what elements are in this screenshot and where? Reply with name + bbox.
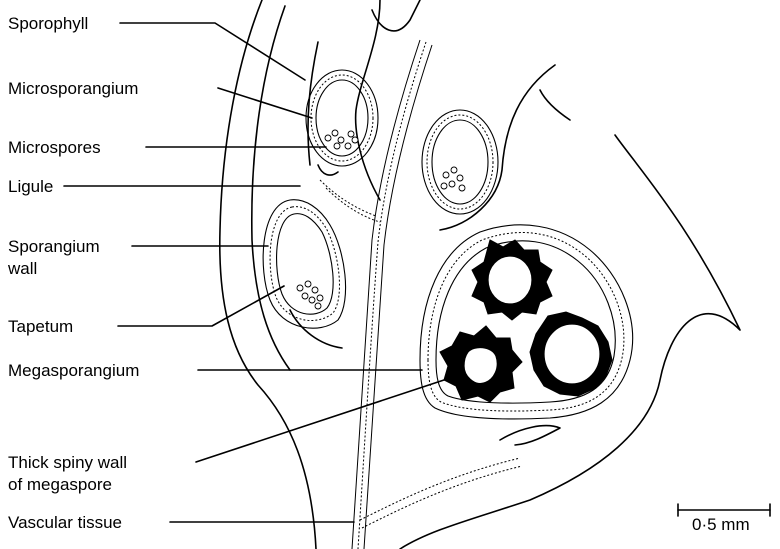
right-sporophyll (440, 65, 555, 230)
label-tapetum: Tapetum (8, 316, 73, 337)
label-ligule: Ligule (8, 176, 53, 197)
label-megasporangium: Megasporangium (8, 360, 139, 381)
microsporangium-upper (306, 70, 378, 175)
label-thick-spiny-wall-line2: of megaspore (8, 474, 112, 495)
axis-top-fold (356, 0, 380, 200)
scale-bar-label: 0·5 mm (692, 514, 750, 535)
label-sporangium-wall-line1: Sporangium (8, 236, 100, 257)
axis-left-outer (220, 0, 316, 549)
label-sporophyll: Sporophyll (8, 13, 88, 34)
label-thick-spiny-wall-line1: Thick spiny wall (8, 452, 127, 473)
axis-left-inner (252, 6, 290, 370)
microsporangium-lower (263, 200, 345, 348)
right-bract-inner (540, 90, 570, 120)
label-sporangium-wall-line2: wall (8, 258, 37, 279)
microsporangium-right (422, 110, 498, 214)
label-vascular-tissue: Vascular tissue (8, 512, 122, 533)
leader-thick-spiny-wall (196, 378, 450, 462)
leader-tapetum (118, 286, 284, 326)
megasporangium (420, 225, 633, 445)
label-microsporangium: Microsporangium (8, 78, 138, 99)
label-microspores: Microspores (8, 137, 101, 158)
